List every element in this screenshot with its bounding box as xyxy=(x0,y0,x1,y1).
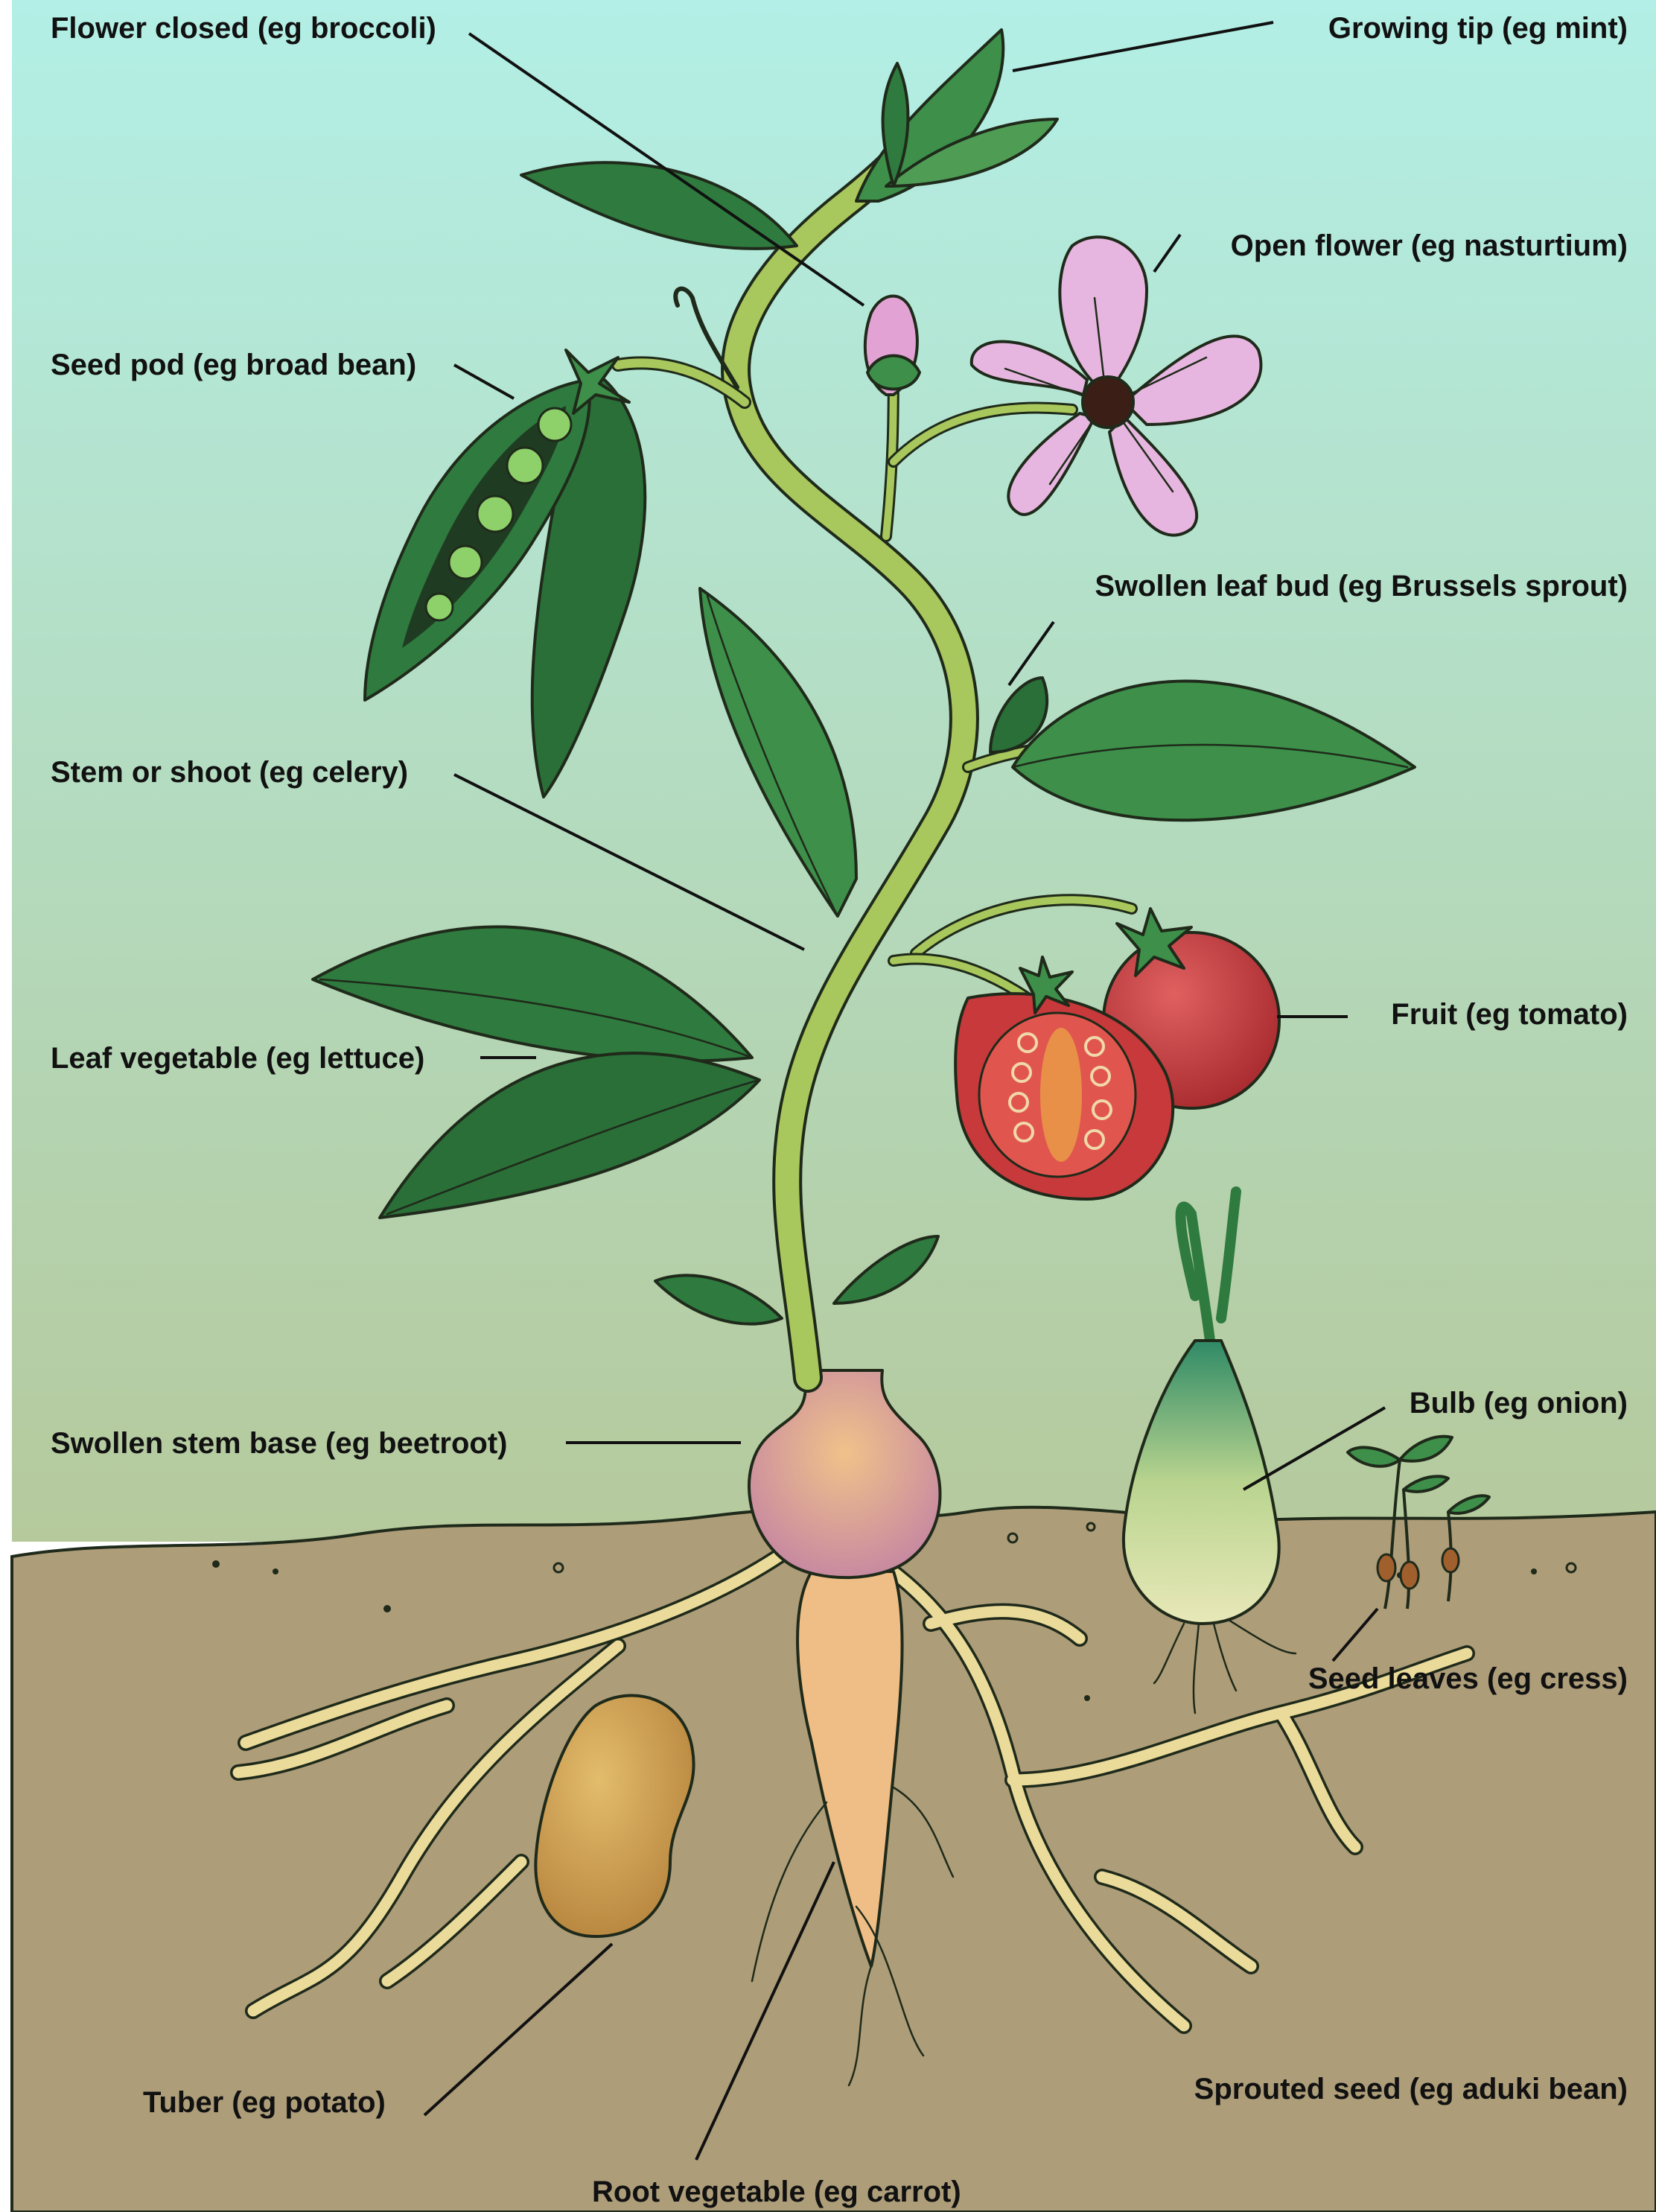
label-open-flower: Open flower (eg nasturtium) xyxy=(1231,229,1628,262)
label-swollen-leaf-bud: Swollen leaf bud (eg Brussels sprout) xyxy=(1095,570,1628,603)
label-sprouted-seed: Sprouted seed (eg aduki bean) xyxy=(1194,2073,1628,2105)
label-root-vegetable: Root vegetable (eg carrot) xyxy=(592,2176,961,2208)
label-seed-leaves: Seed leaves (eg cress) xyxy=(1308,1662,1628,1695)
label-leaf-vegetable: Leaf vegetable (eg lettuce) xyxy=(51,1042,424,1075)
label-tuber: Tuber (eg potato) xyxy=(143,2086,386,2119)
label-fruit: Fruit (eg tomato) xyxy=(1391,998,1628,1031)
label-stem-or-shoot: Stem or shoot (eg celery) xyxy=(51,756,408,789)
closed-flower-bud xyxy=(865,296,920,395)
label-growing-tip: Growing tip (eg mint) xyxy=(1328,12,1628,45)
label-bulb: Bulb (eg onion) xyxy=(1410,1387,1628,1420)
label-flower-closed: Flower closed (eg broccoli) xyxy=(51,12,436,45)
label-seed-pod: Seed pod (eg broad bean) xyxy=(51,349,416,381)
label-swollen-stem-base: Swollen stem base (eg beetroot) xyxy=(51,1427,507,1460)
